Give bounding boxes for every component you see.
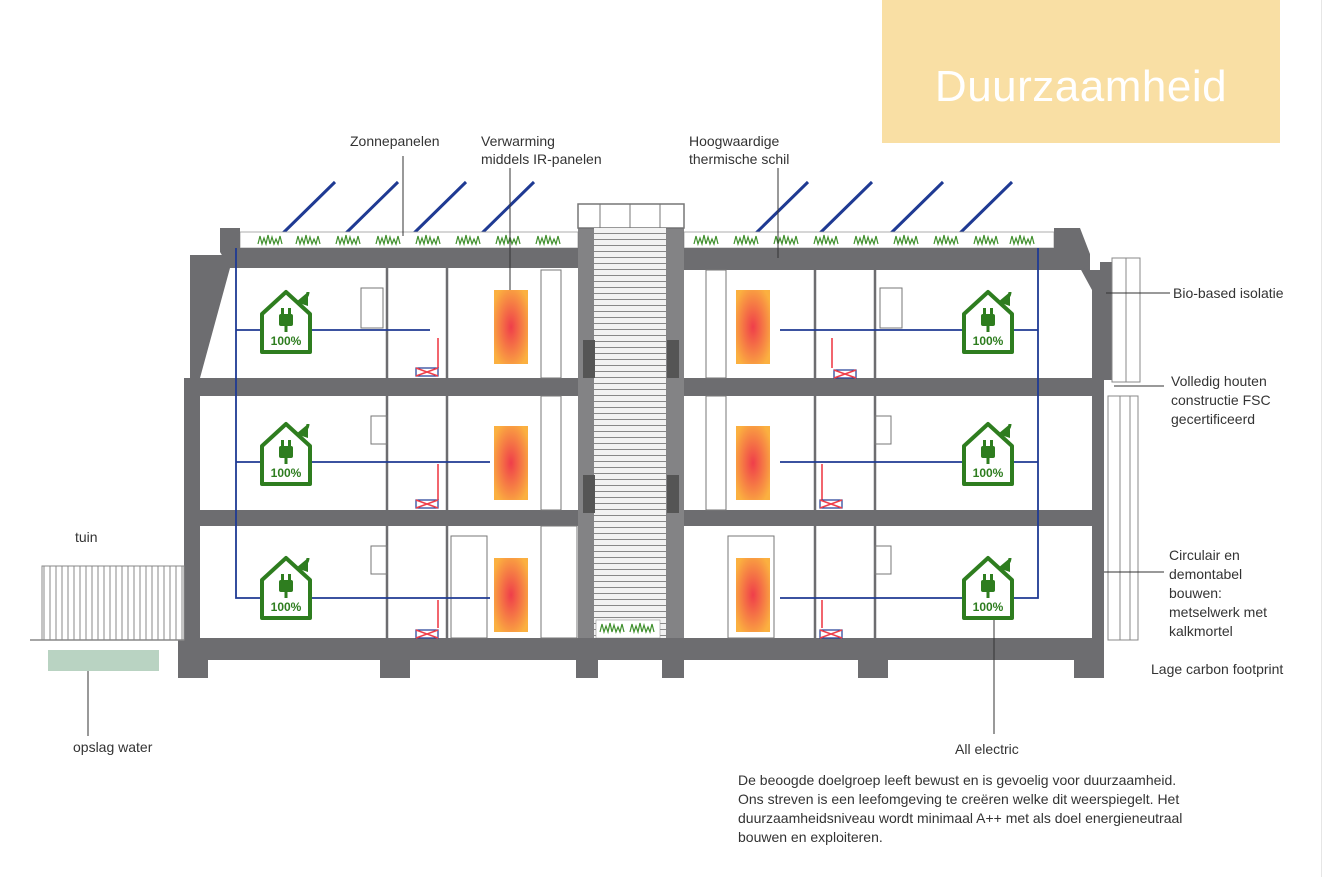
solar-panel (955, 180, 1014, 238)
label-all-electric: All electric (955, 741, 1019, 757)
energy-badge: 100% (973, 600, 1004, 614)
label-schil-1: Hoogwaardige (689, 133, 780, 149)
label-opslag-water: opslag water (73, 739, 153, 755)
label-verwarming-1: Verwarming (481, 133, 555, 149)
label-circulair-2: demontabel (1169, 566, 1243, 582)
energy-badge: 100% (271, 334, 302, 348)
electric-pipes (235, 248, 1039, 599)
radiator (415, 629, 439, 639)
solar-panel (886, 180, 945, 238)
label-circulair-5: kalkmortel (1169, 623, 1233, 639)
page-title: Duurzaamheid (934, 62, 1228, 111)
radiator (819, 499, 843, 509)
label-hout-2: constructie FSC (1171, 392, 1271, 408)
ir-panel (736, 426, 770, 500)
building-structure (178, 228, 1112, 678)
label-zonnepanelen: Zonnepanelen (350, 133, 440, 149)
solar-panel (477, 180, 536, 238)
hot-water-pipes (437, 338, 833, 628)
label-circulair-4: metselwerk met (1169, 604, 1268, 620)
description-line: bouwen en exploiteren. (738, 829, 883, 845)
solar-panel (278, 180, 337, 238)
label-tuin: tuin (75, 529, 98, 545)
internal-walls (385, 268, 877, 638)
energy-badge: 100% (973, 334, 1004, 348)
ir-panel (494, 290, 528, 364)
energy-badge: 100% (271, 466, 302, 480)
radiator (415, 499, 439, 509)
description-line: Ons streven is een leefomgeving te creër… (738, 791, 1180, 807)
ir-heating-panels (494, 290, 770, 632)
label-schil-2: thermische schil (689, 151, 790, 167)
facade-right (1107, 257, 1141, 641)
solar-panel (751, 180, 810, 238)
solar-panel (409, 180, 468, 238)
energy-badge: 100% (973, 466, 1004, 480)
label-circulair-1: Circulair en (1169, 547, 1240, 563)
label-verwarming-2: middels IR-panelen (481, 151, 602, 167)
solar-panel (341, 180, 400, 238)
page-edge-divider (1321, 0, 1322, 877)
label-hout-3: gecertificeerd (1171, 411, 1256, 427)
ir-panel (494, 426, 528, 500)
garden (30, 565, 185, 671)
label-carbon: Lage carbon footprint (1151, 661, 1284, 677)
energy-badge: 100% (271, 600, 302, 614)
doors (360, 269, 903, 639)
radiator (415, 367, 439, 377)
ir-panel (736, 290, 770, 364)
ir-panel (494, 558, 528, 632)
label-hout-1: Volledig houten (1171, 373, 1267, 389)
description-line: duurzaamheidsniveau wordt minimaal A++ m… (738, 810, 1183, 826)
description-line: De beoogde doelgroep leeft bewust en is … (738, 772, 1177, 788)
green-roof-right (683, 231, 1055, 249)
green-roof-left (239, 231, 579, 249)
solar-panel (815, 180, 874, 238)
water-storage-tank (48, 650, 159, 671)
ir-panel (736, 558, 770, 632)
stair-core (577, 203, 685, 640)
radiator (819, 629, 843, 639)
radiator (833, 369, 857, 379)
label-circulair-3: bouwen: (1169, 585, 1222, 601)
solar-panels (278, 180, 1014, 238)
label-biobased: Bio-based isolatie (1173, 285, 1284, 301)
leader-lines (87, 156, 1170, 736)
title-banner: Duurzaamheid (882, 0, 1280, 143)
